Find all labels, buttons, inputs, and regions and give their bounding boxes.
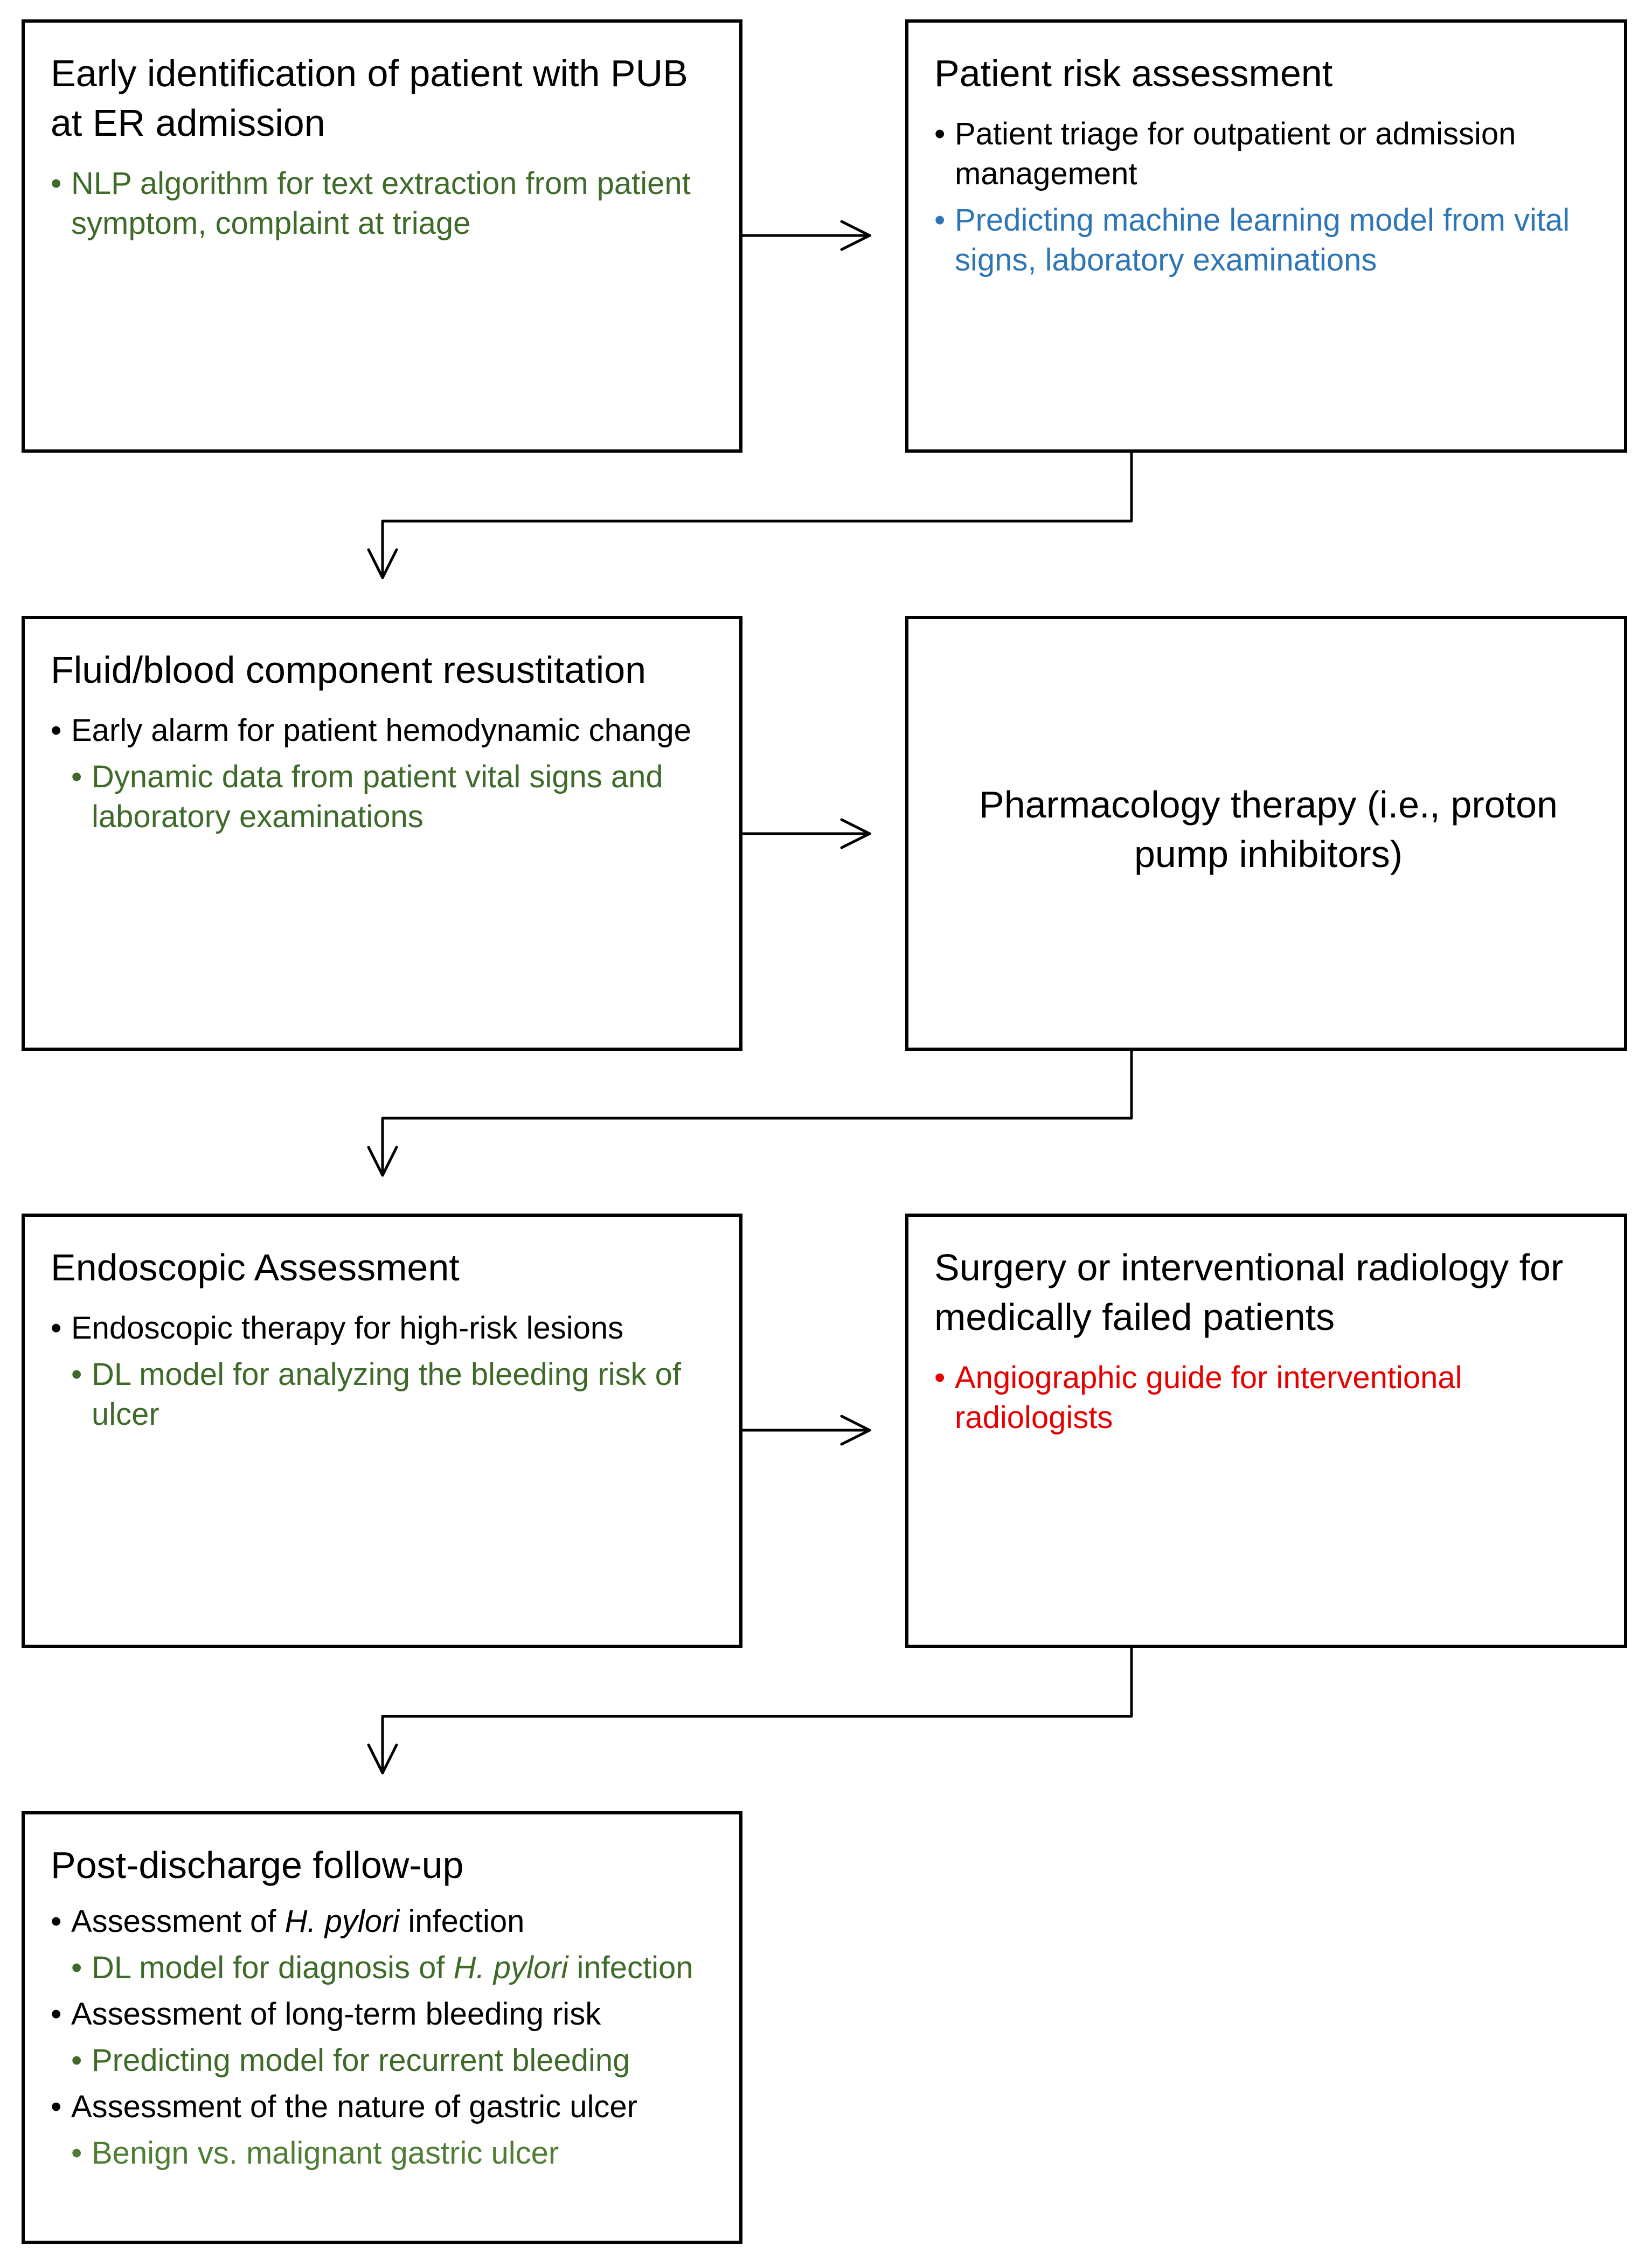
box-title: Post-discharge follow-up — [51, 1844, 464, 1886]
arrow-resuscitation-to-pharmacology — [741, 818, 871, 849]
box-endoscopic: Endoscopic Assessment • Endoscopic thera… — [22, 1214, 742, 1648]
bullet-subitem: • Dynamic data from patient vital signs … — [51, 757, 718, 837]
bullet-icon: • — [71, 1950, 82, 1985]
box-risk-assessment: Patient risk assessment • Patient triage… — [905, 19, 1627, 453]
bullet-icon: • — [51, 2089, 62, 2124]
box-resuscitation: Fluid/blood component resustitation • Ea… — [22, 616, 742, 1051]
bullet-icon: • — [51, 713, 62, 748]
box-title: Pharmacology therapy (i.e., proton pump … — [979, 784, 1558, 875]
bullet-list: • Angiographic guide for interventional … — [934, 1358, 1602, 1438]
bullet-icon: • — [51, 1311, 62, 1346]
arrow-pharmacology-to-endoscopic — [367, 1049, 1133, 1177]
bullet-icon: • — [934, 203, 946, 238]
bullet-item: • Early alarm for patient hemodynamic ch… — [51, 711, 718, 751]
bullet-item: • Assessment of the nature of gastric ul… — [51, 2087, 718, 2127]
bullet-item: • Endoscopic therapy for high-risk lesio… — [51, 1308, 718, 1348]
box-followup: Post-discharge follow-up • Assessment of… — [22, 1811, 742, 2244]
box-title: Fluid/blood component resustitation — [51, 649, 647, 691]
bullet-item: • Assessment of H. pylori infection — [51, 1902, 718, 1942]
arrow-risk-to-resuscitation — [367, 451, 1133, 579]
bullet-icon: • — [71, 2043, 82, 2078]
box-title: Surgery or interventional radiology for … — [934, 1246, 1564, 1338]
box-surgery: Surgery or interventional radiology for … — [905, 1214, 1627, 1648]
bullet-list: • Early alarm for patient hemodynamic ch… — [51, 711, 718, 837]
bullet-item: • Angiographic guide for interventional … — [934, 1358, 1602, 1438]
bullet-list: • NLP algorithm for text extraction from… — [51, 164, 718, 244]
bullet-icon: • — [51, 1997, 62, 2032]
bullet-subitem: • DL model for diagnosis of H. pylori in… — [51, 1948, 718, 1988]
bullet-list: • Patient triage for outpatient or admis… — [934, 114, 1602, 280]
box-title: Endoscopic Assessment — [51, 1246, 460, 1288]
box-pharmacology: Pharmacology therapy (i.e., proton pump … — [905, 616, 1627, 1051]
bullet-icon: • — [51, 1904, 62, 1939]
box-title: Early identification of patient with PUB… — [51, 52, 688, 144]
arrow-early-to-risk — [741, 220, 871, 251]
bullet-icon: • — [71, 2136, 82, 2171]
bullet-item: • Assessment of long-term bleeding risk — [51, 1994, 718, 2034]
bullet-item: • NLP algorithm for text extraction from… — [51, 164, 718, 244]
bullet-subitem: • Benign vs. malignant gastric ulcer — [51, 2133, 718, 2173]
arrow-surgery-to-followup — [367, 1646, 1133, 1775]
box-early-identification: Early identification of patient with PUB… — [22, 19, 742, 453]
arrow-endoscopic-to-surgery — [741, 1415, 871, 1446]
bullet-subitem: • Predicting machine learning model from… — [934, 200, 1602, 280]
bullet-subitem: • Predicting model for recurrent bleedin… — [51, 2041, 718, 2081]
bullet-icon: • — [71, 1357, 82, 1392]
bullet-subitem: • DL model for analyzing the bleeding ri… — [51, 1355, 718, 1435]
bullet-list: • Endoscopic therapy for high-risk lesio… — [51, 1308, 718, 1435]
bullet-list: • Assessment of H. pylori infection • DL… — [51, 1902, 718, 2173]
bullet-icon: • — [51, 166, 62, 201]
bullet-icon: • — [934, 1360, 946, 1395]
bullet-icon: • — [934, 116, 946, 151]
bullet-item: • Patient triage for outpatient or admis… — [934, 114, 1602, 194]
box-title: Patient risk assessment — [934, 52, 1333, 94]
bullet-icon: • — [71, 759, 82, 794]
